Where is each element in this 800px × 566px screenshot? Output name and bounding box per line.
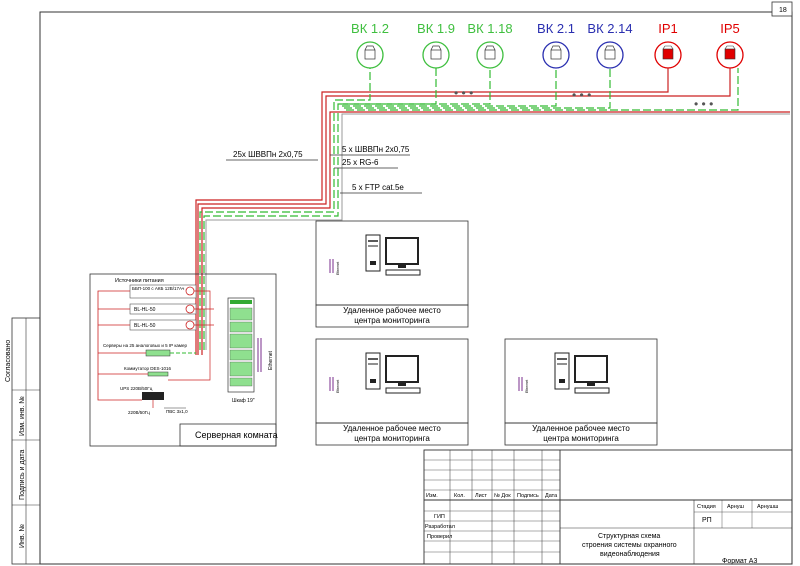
switch-unit [147,371,169,377]
pc-tower-icon [554,352,570,390]
col-sign: Подпись [517,493,539,499]
sheet-number-box [771,1,793,17]
mains-label: 220В/50Гц [128,410,150,415]
ups-unit [142,392,164,400]
camera-5: ВК 2.14 [587,21,633,69]
doc-title-1: Структурная схема [598,533,660,540]
camera-6: IP1 [654,21,682,69]
role-dev: Разработал [425,524,455,530]
drawing-frame [39,11,793,565]
camera-1: ВК 1.2 [351,21,389,69]
svg-text:• • •: • • • [694,97,713,111]
workstation-title: Удаленное рабочее место [343,424,441,433]
sheet-number: 18 [779,7,787,14]
monitor-icon [574,355,610,394]
cable-label-power-main: 25х ШВВПн 2х0,75 [233,150,303,159]
stamp-agreed: Согласовано [5,340,12,382]
camera-4: ВК 2.1 [537,21,575,69]
format-label: Формат А3 [722,558,757,565]
monitor-icon [385,237,421,276]
server-unit [145,349,171,357]
camera-row: ВК 1.2 ВК 1.9 ВК 1.18 ВК 2.1 ВК 2.14 IP1 IP5 [351,21,744,69]
svg-text:• • •: • • • [572,88,591,102]
ups-label: UPS 220В/50Гц [120,386,153,391]
camera-label: IP1 [658,21,678,36]
servers-label: Серверы на 25 аналоговых и 5 IP камер [103,343,188,348]
workstation-subtitle: центра мониторинга [354,316,430,325]
camera-7: IP5 [716,21,744,69]
monitor-icon [385,355,421,394]
camera-label: ВК 1.18 [467,21,512,36]
pc-tower-icon [365,352,381,390]
workstation-title: Удаленное рабочее место [532,424,630,433]
pvs-label: ПВС 3х1,0 [166,409,188,414]
psu-1 [129,284,197,299]
workstation-ethernet-label: Ethernet [336,380,340,393]
camera-label: ВК 2.1 [537,21,575,36]
svg-text:• • •: • • • [454,86,473,100]
camera-2: ВК 1.9 [417,21,455,69]
workstation-title: Удаленное рабочее место [343,306,441,315]
stamp-sign-date: Подпись и дата [19,450,26,500]
role-gip: ГИП [434,514,445,520]
power-sources-label: Источники питания [115,278,164,284]
cable-label-ftp: 5 х FTP cat.5e [352,183,404,192]
doc-title-2: строения системы охранного [582,542,677,549]
sheet-header: Арнуш [727,504,745,510]
col-list: Лист [475,493,487,499]
stamp-inv-orig: Изм. инв. № [19,396,26,436]
camera-label: ВК 2.14 [587,21,632,36]
server-room-title: Серверная комната [195,430,278,440]
col-izm: Изм. [426,493,438,499]
server-ethernet-label: Ethernet [268,350,274,370]
role-check: Проверил [427,534,452,540]
col-ndok: № Док [494,493,511,499]
camera-3: ВК 1.18 [467,21,513,69]
cable-routes: • • • • • • • • • [195,68,790,355]
sheets-header: Арнушш [757,504,779,510]
col-kol: Кол. [454,493,465,499]
workstation-ethernet-label: Ethernet [525,380,529,393]
workstation-subtitle: центра мониторинга [354,434,430,443]
cable-label-coax: 25 х RG-6 [342,158,379,167]
cabinet-label: Шкаф 19" [232,398,255,404]
workstation-subtitle: центра мониторинга [543,434,619,443]
cable-label-power-ip: 5 х ШВВПн 2х0,75 [342,145,410,154]
camera-label: ВК 1.2 [351,21,389,36]
workstation-ethernet-label: Ethernet [336,262,340,275]
stage-value: РП [702,517,712,524]
stamp-inv: Инв. № [19,524,26,548]
stage-header: Стадия [697,504,716,510]
col-date: Дата [545,493,558,499]
pc-tower-icon [365,234,381,272]
psu-3-label: BL-HL-50 [134,323,156,329]
camera-label: IP5 [720,21,740,36]
switch-label: Коммутатор DES-1016 [124,366,172,371]
title-block: Изм. Кол. Лист № Док Подпись Дата ГИП Ра… [423,449,793,565]
psu-2-label: BL-HL-50 [134,307,156,313]
side-stamp: Согласовано Изм. инв. № Подпись и дата И… [5,317,41,565]
doc-title-3: видеонаблюдения [600,550,660,558]
psu-1-label: ББП-100 с АКБ 12В/17Ач [132,286,185,291]
server-room: Серверная комната Источники питания ББП-… [89,273,278,447]
camera-label: ВК 1.9 [417,21,455,36]
